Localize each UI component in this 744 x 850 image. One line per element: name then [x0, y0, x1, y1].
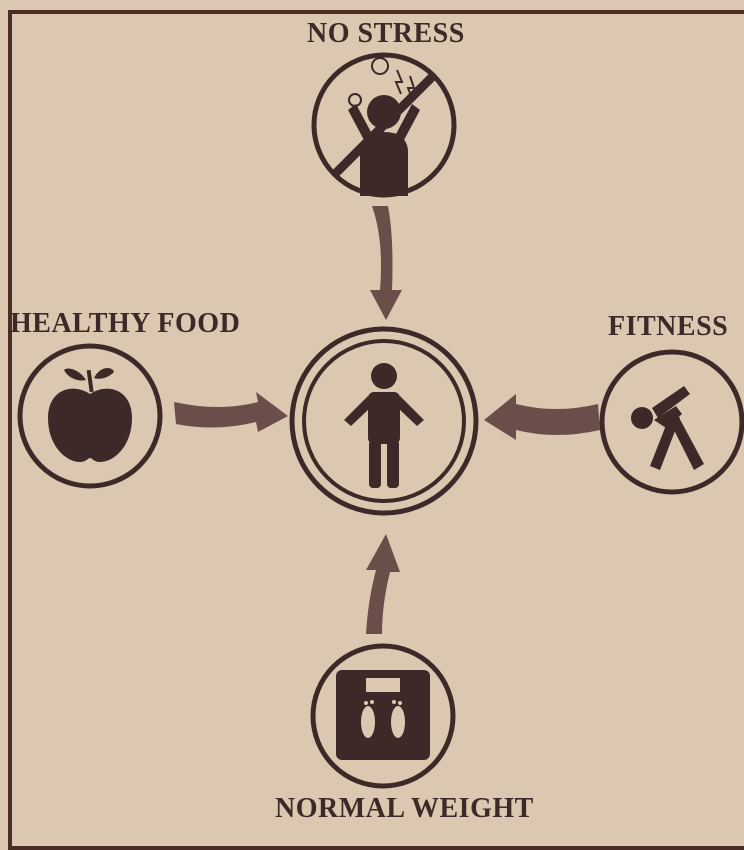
arrow-right-to-center — [484, 394, 600, 440]
no-stress-label: NO STRESS — [307, 18, 465, 49]
fitness-label: FITNESS — [608, 311, 729, 342]
normal-weight-node — [310, 643, 456, 789]
no-stress-icon — [348, 57, 420, 196]
arrow-top-to-center — [370, 206, 402, 320]
healthy-food-node — [17, 343, 163, 489]
person-icon — [344, 363, 424, 488]
normal-weight-label: NORMAL WEIGHT — [275, 793, 534, 824]
healthy-food-label: HEALTHY FOOD — [10, 308, 241, 339]
diagram-graphic — [17, 52, 744, 789]
fitness-node — [599, 349, 744, 495]
scale-icon — [336, 670, 430, 760]
center-node — [289, 326, 479, 516]
no-stress-node — [311, 52, 457, 198]
arrow-left-to-center — [174, 392, 288, 432]
arrow-bottom-to-center — [366, 534, 400, 634]
stretching-icon — [631, 386, 704, 470]
apple-icon — [48, 368, 132, 462]
